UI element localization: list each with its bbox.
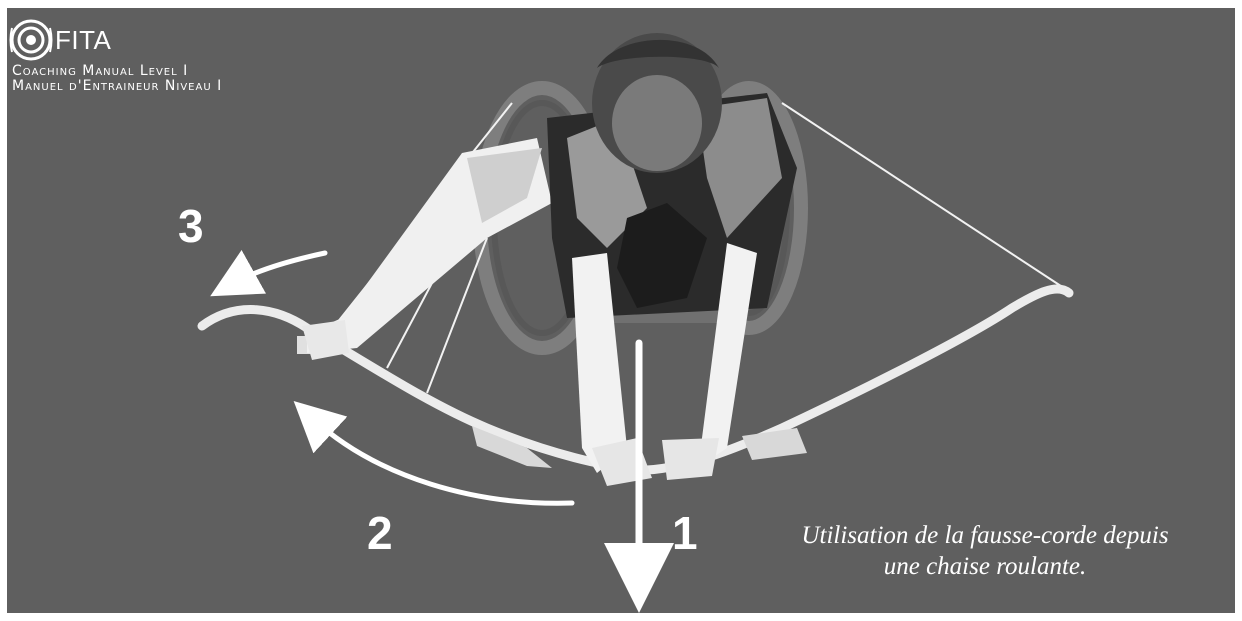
fita-emblem-icon [9,18,53,62]
logo-title: FITA [55,27,111,53]
step-number-1: 1 [672,510,698,556]
caption: Utilisation de la fausse-corde depuis un… [775,520,1195,583]
logo-subtitle-en: Coaching Manual Level I [12,64,188,78]
step-number-2: 2 [367,510,393,556]
fita-logo: FITA Coaching Manual Level I Manuel d'En… [9,12,309,102]
arrow-3-icon [232,253,325,284]
archer [302,33,797,486]
caption-line-2: une chaise roulante. [775,551,1195,582]
illustration-panel: FITA Coaching Manual Level I Manuel d'En… [7,8,1235,613]
step-number-3: 3 [178,203,204,249]
caption-line-1: Utilisation de la fausse-corde depuis [775,520,1195,551]
logo-subtitle-fr: Manuel d'Entraineur Niveau I [12,79,222,93]
